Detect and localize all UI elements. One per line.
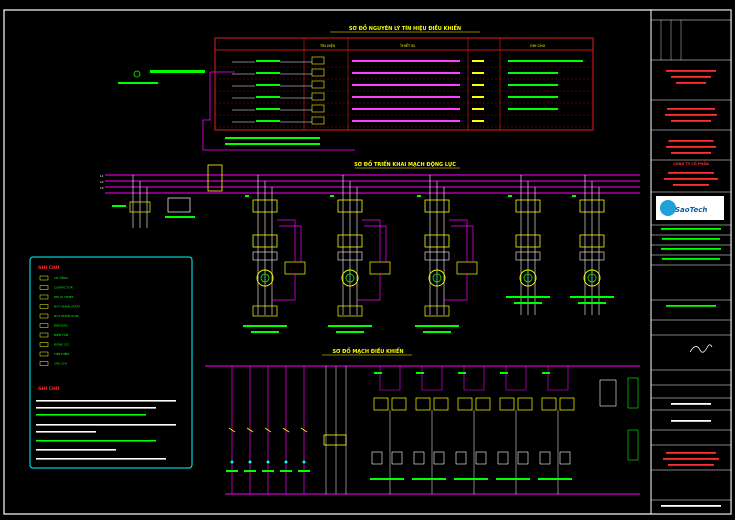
control-table-rows (215, 56, 593, 128)
legend-item-label: ĐÈN BÁO (54, 323, 68, 328)
table-col-device: THIẾT BỊ (399, 42, 415, 48)
title-block-grid (651, 19, 731, 507)
table-col-note: GHI CHÚ (530, 43, 546, 48)
company-logo: SaoTech (656, 196, 724, 220)
control-signal-title: SƠ ĐỒ NGUYÊN LÝ TÍN HIỆU ĐIỀU KHIỂN (349, 23, 461, 32)
legend-item-label: NÚT NHẤN START (54, 304, 80, 309)
control-table (214, 37, 594, 131)
legend-item-label: ĐỘNG CƠ (54, 342, 69, 347)
control-rung (412, 366, 449, 494)
vfd-symbol (284, 261, 306, 275)
motor-symbol (583, 269, 601, 287)
overload-relay-symbol (252, 251, 278, 261)
control-circuit-title: SƠ ĐỒ MẠCH ĐIỀU KHIỂN (332, 346, 403, 355)
legend-item-label: CB TỔNG (54, 275, 69, 280)
motor-symbol (519, 269, 537, 287)
motor-symbol (428, 269, 446, 287)
control-rung (262, 366, 274, 494)
vfd-symbol (456, 261, 478, 275)
legend-items: CB TỔNG CONTACTOR RELAY NHIỆT NÚT NHẤN STAR… (39, 275, 80, 366)
legend-item-label: BIẾN TẦN (54, 331, 68, 337)
control-circuit-diagram: SƠ ĐỒ MẠCH ĐIỀU KHIỂN (205, 346, 640, 495)
svg-text:L2: L2 (100, 180, 104, 184)
control-signal-diagram: SƠ ĐỒ NGUYÊN LÝ TÍN HIỆU ĐIỀU KHIỂN TÍN … (118, 23, 594, 151)
motor-branch (506, 175, 550, 315)
motor-branches (243, 175, 614, 333)
motor-branch (243, 175, 306, 333)
overload-relay-symbol (337, 251, 363, 261)
control-rung (226, 366, 238, 494)
overload-relay-symbol (515, 251, 541, 261)
contactor-symbol (424, 234, 450, 248)
legend-item-label: CẦU CHÌ (54, 361, 67, 366)
control-rung (454, 366, 491, 494)
relay-block (323, 434, 347, 446)
control-rung (496, 366, 533, 494)
contactor-symbol (252, 234, 278, 248)
table-col-signal: TÍN HIỆU (319, 43, 336, 48)
legend-notes (36, 400, 176, 460)
control-rung (298, 366, 310, 494)
svg-text:L3: L3 (100, 186, 104, 190)
auxiliary-feed (112, 175, 195, 228)
legend-notes-header: GHI CHÚ (38, 385, 60, 392)
overload-relay-symbol (424, 251, 450, 261)
contactor-symbol (579, 234, 605, 248)
legend-box (29, 256, 193, 469)
title-block: SaoTech CÔNG TY CỔ PHẦN (650, 9, 732, 515)
control-rung (370, 366, 407, 494)
signature-mark (689, 344, 713, 353)
legend-item-label: NÚT NHẤN STOP (54, 313, 79, 318)
motor-branch (570, 175, 614, 315)
title-block-company: CÔNG TY CỔ PHẦN (673, 161, 709, 166)
motor-branch (415, 175, 478, 333)
control-rung (538, 366, 575, 494)
legend-item-label: RELAY NHIỆT (54, 294, 74, 299)
breaker-symbol (252, 199, 278, 213)
breaker-symbol (424, 199, 450, 213)
overload-relay-symbol (579, 251, 605, 261)
logo-text: SaoTech (675, 206, 707, 214)
motor-branch (328, 175, 391, 333)
legend-item-label: CONTACTOR (54, 286, 73, 290)
motor-symbol (256, 269, 274, 287)
breaker-symbol (515, 199, 541, 213)
legend-item-label: TIẾP ĐIỂM (53, 350, 69, 356)
contactor-symbol (515, 234, 541, 248)
control-rung (244, 366, 256, 494)
legend-panel: GHI CHÚ CB TỔNG CONTACTOR RELAY NHIỆT NÚT N… (29, 256, 193, 469)
legend-header: GHI CHÚ (38, 264, 60, 271)
vfd-symbol (369, 261, 391, 275)
signal-lamp-symbol (133, 70, 141, 78)
control-rung (280, 366, 292, 494)
motor-symbol (341, 269, 359, 287)
breaker-symbol (337, 199, 363, 213)
control-branches (226, 366, 639, 494)
svg-text:L1: L1 (100, 174, 104, 178)
breaker-symbol (579, 199, 605, 213)
power-circuit-diagram: SƠ ĐỒ TRIỂN KHAI MẠCH ĐỘNG LỰC L1 L2 L3 (100, 159, 640, 333)
power-circuit-title: SƠ ĐỒ TRIỂN KHAI MẠCH ĐỘNG LỰC (354, 159, 456, 168)
contactor-symbol (337, 234, 363, 248)
main-breaker-symbol (207, 164, 223, 192)
